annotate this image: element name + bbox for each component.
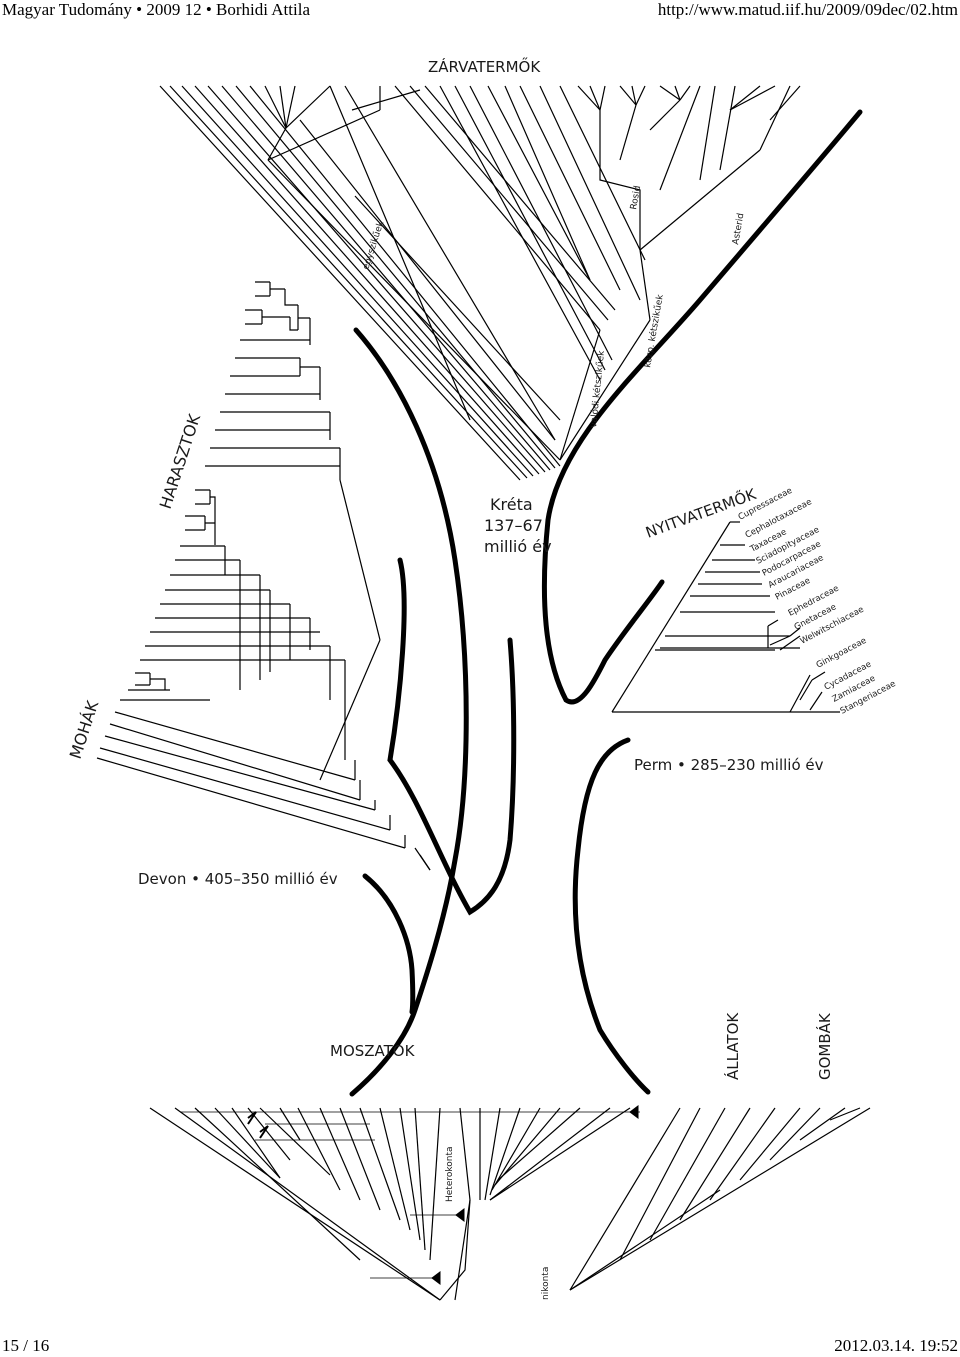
label-asterid: Asterid: [731, 212, 746, 245]
trunk-left-outer: [352, 330, 466, 1094]
gymnosperm-family-labels: Cupressaceae Cephalotaxaceae Taxaceae Sc…: [737, 486, 898, 717]
label-rosid: Rosid: [629, 185, 643, 211]
label-heterokonta: Heterokonta: [445, 1146, 455, 1202]
fern-moss-clade: [97, 282, 430, 870]
label-harasztok: HARASZTOK: [156, 411, 205, 511]
trunk-right-lower: [575, 740, 648, 1092]
algae-clade: [150, 1106, 640, 1300]
label-perm: Perm • 285–230 millió év: [634, 756, 824, 774]
label-kreta-years: 137–67: [484, 516, 543, 535]
label-kreta-unit: millió év: [484, 537, 552, 556]
animal-fungi-clade: [570, 1108, 870, 1290]
label-zarvatermok: ZÁRVATERMŐK: [428, 56, 541, 76]
print-datetime: 2012.03.14. 19:52: [834, 1336, 958, 1356]
label-nikonta: nikonta: [541, 1267, 551, 1300]
label-kreta: Kréta: [490, 495, 533, 514]
label-devon: Devon • 405–350 millió év: [138, 870, 338, 888]
label-allatok: ÁLLATOK: [723, 1012, 742, 1080]
trunk-devon-branch: [365, 876, 413, 1012]
angiosperm-clade: [160, 86, 800, 480]
label-gombak: GOMBÁK: [815, 1012, 834, 1080]
label-kozp-ketszikuek: közp. kétszikűek: [642, 293, 666, 369]
label-mohak: MOHÁK: [66, 698, 103, 761]
page-counter: 15 / 16: [2, 1336, 49, 1356]
trunk-inner-left: [390, 560, 514, 912]
trunk-outline: [352, 112, 860, 1094]
label-moszatok: MOSZATOK: [330, 1042, 416, 1060]
